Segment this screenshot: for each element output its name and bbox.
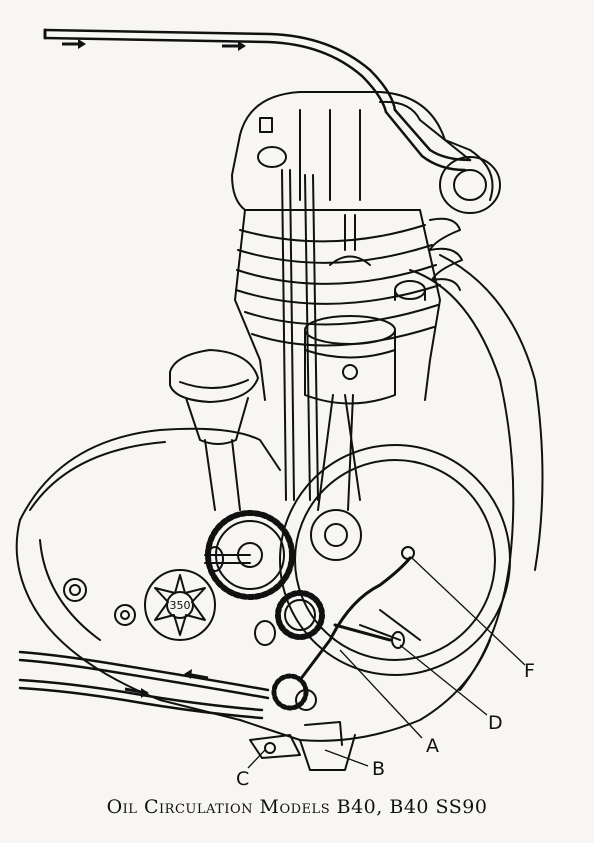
- crankcase-bolts: [63, 578, 136, 626]
- rocker-oil-return-pipe: [384, 108, 472, 172]
- valve-f-port: [401, 546, 415, 560]
- flywheel: [279, 444, 511, 676]
- flow-arrow-lower-1: [184, 669, 209, 680]
- exhaust-pipe: [409, 254, 544, 691]
- inlet-valve: [329, 214, 371, 266]
- label-f: F: [524, 660, 535, 682]
- feed-bolt: [359, 624, 405, 649]
- crankcase: [15, 427, 491, 771]
- timing-cover-stamp: [144, 569, 216, 641]
- crank-pinion-gear: [254, 590, 325, 646]
- label-c: C: [236, 768, 250, 790]
- label-d: D: [488, 712, 503, 734]
- lower-oil-pipe-feed: [18, 650, 270, 700]
- valve-spring: [394, 217, 463, 301]
- leader-lines: [247, 557, 526, 769]
- rocker-box: [231, 91, 501, 214]
- flow-arrow-top-1: [62, 39, 86, 49]
- label-b: B: [372, 758, 386, 780]
- oil-pump-housing: [249, 721, 343, 759]
- leader-c: [247, 749, 266, 769]
- leader-f: [411, 557, 526, 666]
- connecting-rod: [310, 394, 362, 561]
- piston: [304, 315, 396, 405]
- oil-filler-cap: [169, 349, 259, 511]
- top-oil-feed-pipe: [43, 28, 397, 114]
- stamp-text: 350: [170, 599, 191, 612]
- cylinder-barrel: [234, 209, 441, 401]
- cam-shaft: [204, 546, 251, 572]
- leader-a: [339, 649, 423, 739]
- internal-oil-path: [298, 556, 412, 682]
- flow-arrow-lower-2: [124, 687, 149, 698]
- lower-oil-pipe-return: [18, 678, 264, 720]
- push-rods: [281, 169, 319, 501]
- flow-arrow-top-2: [222, 41, 246, 51]
- label-a: A: [426, 735, 439, 757]
- leader-d: [399, 644, 488, 716]
- oil-pump-gears: [271, 673, 317, 711]
- diagram-caption: Oil Circulation Models B40, B40 SS90: [106, 796, 488, 818]
- leader-b: [324, 749, 369, 767]
